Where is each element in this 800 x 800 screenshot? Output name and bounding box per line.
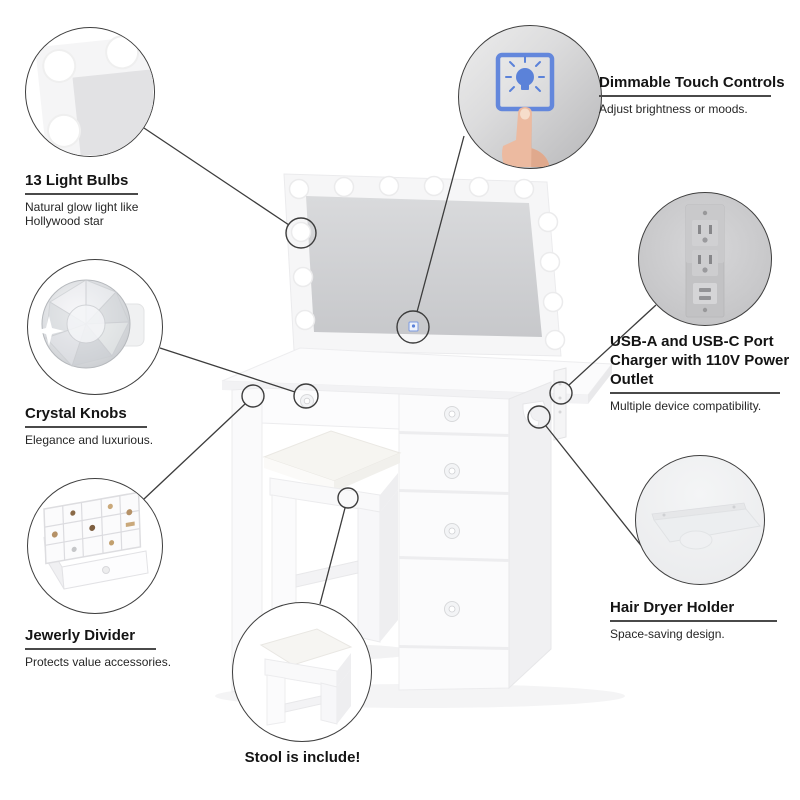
usb-ports — [693, 283, 717, 304]
callout-title: Dimmable Touch Controls — [599, 74, 785, 91]
touch-button-finger-icon — [495, 52, 555, 167]
callout-circle-power-outlet — [638, 192, 772, 326]
callout-description: Protects value accessories. — [25, 655, 172, 669]
annotation-point-touch — [396, 310, 430, 344]
connector-line-stool — [319, 507, 346, 605]
mirror-bulb — [288, 178, 310, 200]
mirror-bulb — [292, 266, 314, 288]
bulb-glyph — [505, 56, 545, 92]
drawer-tower — [398, 381, 552, 691]
divider-rule — [610, 620, 777, 622]
mirror-bulb — [294, 309, 316, 331]
callout-title: Hair Dryer Holder — [610, 599, 735, 616]
connector-line-touch — [416, 135, 465, 313]
connector-line-jewelry — [143, 403, 246, 500]
lighted-mirror — [283, 173, 566, 357]
divider-grid — [43, 491, 142, 565]
callout-description: Natural glow light like Hollywood star — [25, 200, 139, 228]
annotation-point-outlet — [549, 381, 573, 405]
outlet-socket — [692, 220, 718, 246]
callout-text-hair-dryer: Hair Dryer Holder Space-saving design. — [610, 598, 790, 641]
callout-text-touch-controls: Dimmable Touch Controls Adjust brightnes… — [599, 73, 794, 116]
mirror-bulb — [542, 291, 564, 313]
annotation-point-hair — [527, 405, 551, 429]
mirror-bulb — [468, 176, 490, 198]
mirror-bulbs — [288, 175, 566, 351]
callout-text-power-outlet: USB-A and USB-C Port Charger with 110V P… — [610, 332, 800, 413]
divider-rule — [599, 95, 771, 97]
mirror-bulb — [423, 175, 445, 197]
callout-description: Multiple device compatibility. — [610, 399, 762, 413]
callout-title: Jewerly Divider — [25, 627, 136, 644]
annotation-point-knob — [293, 383, 319, 409]
wall-bracket-icon — [651, 502, 761, 550]
callout-title: Stool is include! — [244, 749, 361, 766]
mirror-bulb — [290, 221, 312, 243]
connector-line-knobs — [159, 347, 296, 393]
center-drawer — [261, 387, 400, 430]
callout-circle-hair-dryer — [635, 455, 765, 585]
connector-line-bulbs — [143, 127, 290, 226]
jewelry-items — [51, 503, 135, 553]
connector-lines — [143, 127, 657, 605]
divider-rule — [25, 426, 147, 428]
callout-title: Crystal Knobs — [25, 405, 127, 422]
callout-description: Adjust brightness or moods. — [599, 102, 748, 116]
connector-line-hair — [545, 425, 644, 549]
callout-description: Space-saving design. — [610, 627, 725, 641]
jewelry-tray-icon — [43, 491, 149, 590]
power-strip-icon — [685, 204, 725, 318]
mirror-bulb — [544, 329, 566, 351]
touch-control-icon — [408, 321, 419, 332]
callout-title: USB-A and USB-C Port Charger with 110V P… — [610, 333, 790, 388]
callout-circle-light-bulbs — [25, 27, 155, 157]
divider-rule — [25, 648, 156, 650]
callout-circle-touch-controls — [458, 25, 602, 169]
callout-circle-stool — [232, 602, 372, 742]
stool-icon — [259, 628, 353, 726]
callout-text-jewelry-divider: Jewerly Divider Protects value accessori… — [25, 626, 195, 669]
outlet-socket — [692, 250, 718, 276]
annotation-points — [241, 217, 573, 509]
callout-circle-crystal-knobs — [27, 259, 163, 395]
mirror-bulb — [513, 178, 535, 200]
callout-title: 13 Light Bulbs — [25, 172, 129, 189]
divider-rule — [25, 193, 138, 195]
connector-line-outlet — [568, 304, 657, 386]
callout-text-crystal-knobs: Crystal Knobs Elegance and luxurious. — [25, 404, 185, 447]
divider-rule — [610, 392, 780, 394]
mirror-bulb — [539, 251, 561, 273]
mirror-bulb — [378, 175, 400, 197]
annotation-point-stool — [337, 487, 359, 509]
callout-circle-jewelry-divider — [27, 478, 163, 614]
annotation-point-bulb — [285, 217, 317, 249]
sparkle — [34, 316, 64, 346]
mirror-bulb — [333, 176, 355, 198]
finger — [502, 107, 549, 167]
callout-description: Elegance and luxurious. — [25, 433, 154, 447]
mirror-glass — [306, 196, 542, 337]
crystal-knob-icon — [34, 279, 145, 369]
drawer-knobs — [444, 406, 460, 617]
mirror-bulb — [537, 211, 559, 233]
callout-text-stool: Stool is include! — [230, 748, 375, 767]
annotation-point-jewelry — [241, 384, 265, 408]
mirror-corner-bulbs-icon — [35, 34, 153, 155]
callout-text-light-bulbs: 13 Light Bulbs Natural glow light like H… — [25, 171, 175, 228]
